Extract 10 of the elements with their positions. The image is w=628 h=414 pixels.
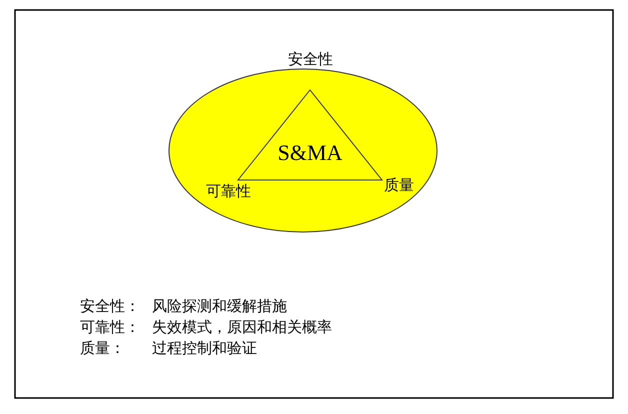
description-text: 过程控制和验证 [152,339,257,357]
term-label: 安全性： [80,297,140,315]
description-text: 风险探测和缓解措施 [152,297,287,315]
description-text: 失效模式，原因和相关概率 [152,318,332,336]
vertex-label: 质量 [384,176,414,194]
vertex-label: 安全性 [288,50,333,68]
vertex-label: 可靠性 [206,182,251,200]
term-label: 质量： [80,339,125,357]
node-label: S&MA [276,140,344,166]
term-label: 可靠性： [80,318,140,336]
